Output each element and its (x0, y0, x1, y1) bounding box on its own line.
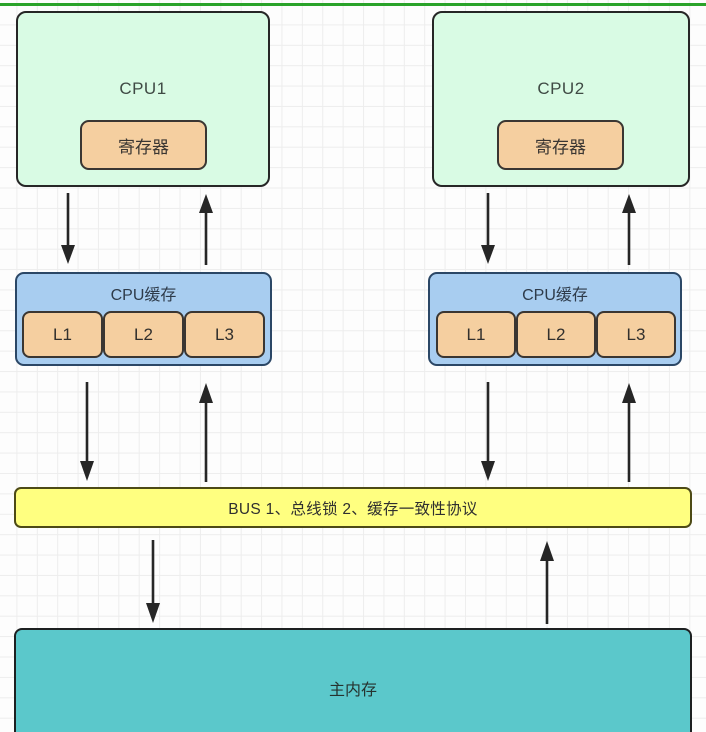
cache1-level-l2[interactable]: L2 (103, 311, 184, 358)
cache1-level-l2-label: L2 (134, 324, 153, 344)
arrow-bus-to-cache2 (620, 382, 638, 482)
arrow-bus-to-memory (144, 540, 162, 624)
arrow-cache2-to-bus (479, 382, 497, 482)
main-memory-box[interactable]: 主内存 (14, 628, 692, 732)
arrow-cache1-to-cpu1 (197, 193, 215, 265)
arrow-cpu2-to-cache2 (479, 193, 497, 265)
cache2-level-l2[interactable]: L2 (516, 311, 596, 358)
cache2-level-l2-label: L2 (546, 324, 566, 344)
cpu2-register-label: 寄存器 (535, 137, 586, 157)
arrow-cpu1-to-cache1 (59, 193, 77, 265)
cpu2-label: CPU2 (537, 79, 585, 98)
cache2-level-l3-label: L3 (626, 324, 646, 344)
cache1-level-l1[interactable]: L1 (22, 311, 103, 358)
cache1-level-l1-label: L1 (53, 324, 72, 344)
cache2-level-l1[interactable]: L1 (436, 311, 516, 358)
bus-label: BUS 1、总线锁 2、缓存一致性协议 (228, 500, 478, 518)
cpu2-register-box[interactable]: 寄存器 (497, 120, 624, 170)
cache1-level-l3-label: L3 (215, 324, 234, 344)
top-rule-divider (0, 3, 706, 6)
cpu-cache1-label: CPU缓存 (110, 287, 177, 304)
main-memory-label: 主内存 (328, 682, 377, 699)
bus-box[interactable]: BUS 1、总线锁 2、缓存一致性协议 (14, 487, 692, 528)
arrow-cache1-to-bus (78, 382, 96, 482)
arrow-bus-to-cache1 (197, 382, 215, 482)
cache1-level-l3[interactable]: L3 (184, 311, 265, 358)
cpu1-register-label: 寄存器 (118, 137, 169, 157)
cpu1-register-box[interactable]: 寄存器 (80, 120, 207, 170)
arrow-cache2-to-cpu2 (620, 193, 638, 265)
arrow-memory-to-bus (538, 540, 556, 624)
cpu-cache2-label: CPU缓存 (522, 287, 588, 304)
cache2-level-l3[interactable]: L3 (596, 311, 676, 358)
cache2-level-l1-label: L1 (466, 324, 486, 344)
cpu1-label: CPU1 (119, 79, 167, 98)
